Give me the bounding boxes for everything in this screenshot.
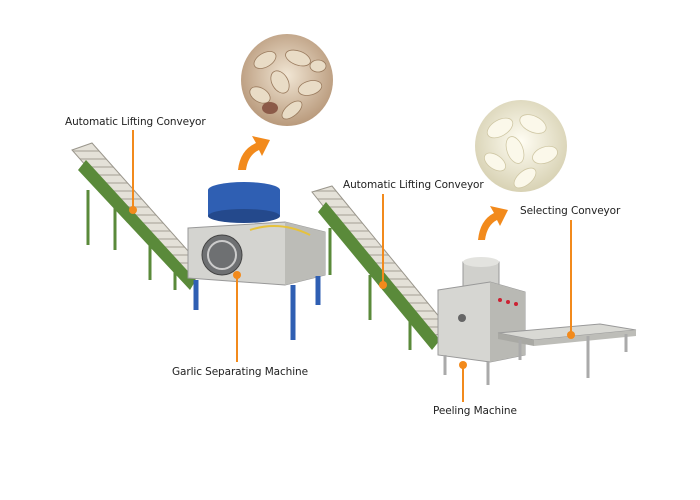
selecting-conveyor <box>497 323 637 378</box>
label-peeling-machine: Peeling Machine <box>433 405 517 417</box>
peeling-machine <box>437 257 526 385</box>
lifting-conveyor-2 <box>311 185 451 350</box>
arrow-up-right-icon <box>238 136 270 170</box>
garlic-cloves-photo <box>241 34 333 126</box>
peeled-garlic-photo <box>475 100 567 192</box>
garlic-separating-machine <box>187 182 326 340</box>
lifting-conveyor-1 <box>71 142 206 290</box>
label-selecting-conveyor: Selecting Conveyor <box>520 205 621 217</box>
label-lifting-conveyor-2: Automatic Lifting Conveyor <box>343 179 484 191</box>
label-lifting-conveyor-1: Automatic Lifting Conveyor <box>65 116 206 128</box>
label-garlic-separating-machine: Garlic Separating Machine <box>172 366 308 378</box>
leader-dots <box>129 206 575 369</box>
leader-lines <box>132 130 572 402</box>
arrow-up-right-icon <box>478 206 508 240</box>
